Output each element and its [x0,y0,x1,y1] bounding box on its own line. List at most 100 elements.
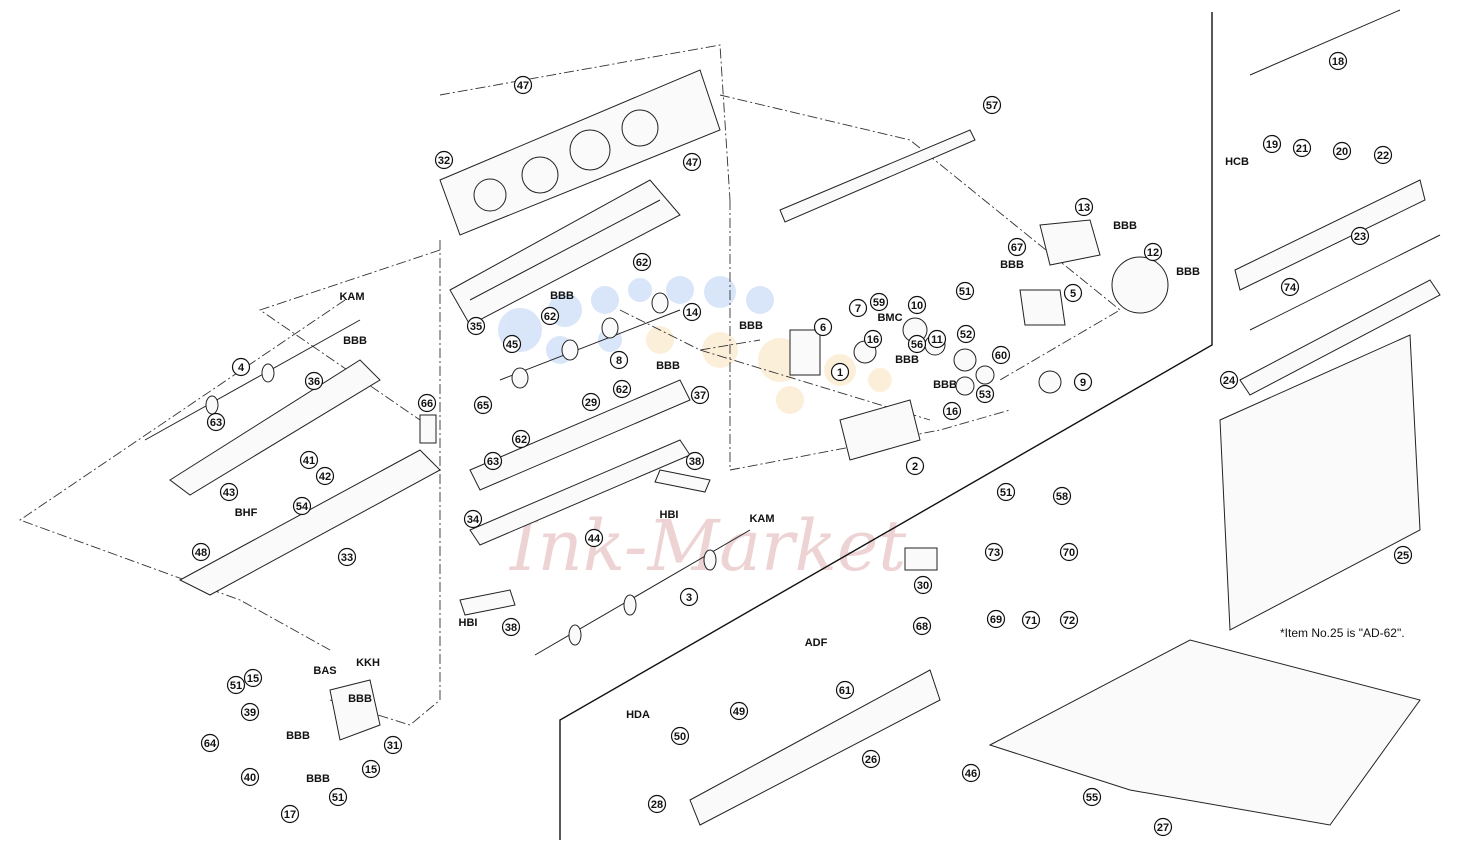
part-callout-label: 46 [965,768,977,780]
part-callout-60: 60 [991,345,1011,365]
part-callout-7: 7 [848,298,868,318]
part-callout-label: 35 [470,321,482,333]
part-callout-43: 43 [219,482,239,502]
part-callout-30: 30 [913,575,933,595]
part-callout-label: 9 [1080,377,1086,389]
part-callout-label: 57 [986,100,998,112]
part-callout-51: 51 [226,675,246,695]
part-callout-label: 18 [1332,56,1344,68]
part-callout-51: 51 [955,281,975,301]
fastener-code-bbb: BBB [656,360,680,372]
part-callout-label: 16 [867,334,879,346]
part-callout-label: 51 [230,680,242,692]
part-callout-62: 62 [612,379,632,399]
part-callout-55: 55 [1082,787,1102,807]
part-callout-label: 7 [855,303,861,315]
part-callout-21: 21 [1292,138,1312,158]
watermark-text: Ink-Market [508,505,907,587]
fastener-code-bbb: BBB [348,693,372,705]
part-callout-51: 51 [996,482,1016,502]
part-callout-54: 54 [292,496,312,516]
part-callout-label: 11 [931,334,943,346]
part-callout-label: 17 [284,809,296,821]
part-callout-24: 24 [1219,370,1239,390]
part-callout-label: 21 [1296,143,1308,155]
part-callout-11: 11 [927,329,947,349]
part-callout-28: 28 [647,794,667,814]
part-callout-74: 74 [1280,277,1300,297]
part-callout-label: 3 [686,592,692,604]
part-callout-label: 41 [303,455,315,467]
part-callout-label: 15 [365,764,377,776]
part-callout-label: 72 [1063,615,1075,627]
part-callout-label: 74 [1284,282,1297,294]
part-callout-label: 64 [204,738,217,750]
part-callout-label: 47 [686,157,698,169]
part-callout-label: 42 [319,471,331,483]
fastener-code-bas: BAS [313,665,336,677]
part-callout-15: 15 [361,759,381,779]
part-callout-67: 67 [1007,237,1027,257]
part-callout-label: 23 [1354,231,1366,243]
part-callout-23: 23 [1350,226,1370,246]
part-callout-label: 19 [1266,139,1278,151]
part-callout-29: 29 [581,392,601,412]
part-callout-label: 39 [244,707,256,719]
part-callout-6: 6 [813,317,833,337]
part-callout-label: 34 [467,514,480,526]
part-callout-label: 45 [506,339,518,351]
part-callout-56: 56 [907,334,927,354]
part-callout-22: 22 [1373,145,1393,165]
fastener-code-bbb: BBB [933,379,957,391]
part-callout-label: 5 [1070,288,1076,300]
part-callout-8: 8 [609,350,629,370]
part-callout-label: 54 [296,501,309,513]
part-callout-9: 9 [1073,372,1093,392]
part-callout-37: 37 [690,385,710,405]
fastener-code-kkh: KKH [356,657,380,669]
part-callout-label: 4 [238,362,245,374]
part-callout-70: 70 [1059,542,1079,562]
part-callout-label: 59 [873,297,885,309]
part-callout-25: 25 [1393,545,1413,565]
part-callout-label: 14 [686,307,699,319]
part-callout-13: 13 [1074,197,1094,217]
part-callout-15: 15 [243,668,263,688]
part-callout-39: 39 [240,702,260,722]
part-callout-label: 50 [674,731,686,743]
part-callout-label: 40 [244,772,256,784]
part-callout-label: 63 [487,456,499,468]
part-callout-72: 72 [1059,610,1079,630]
part-callout-label: 38 [505,622,517,634]
parts [144,9,1441,826]
part-callout-label: 61 [839,685,851,697]
part-callout-label: 48 [195,547,207,559]
part-callout-label: 65 [477,400,489,412]
fastener-code-hcb: HCB [1225,156,1249,168]
fastener-code-bhf: BHF [235,507,258,519]
part-callout-35: 35 [466,316,486,336]
part-callout-73: 73 [984,542,1004,562]
part-callout-label: 2 [912,461,918,473]
fastener-code-bbb: BBB [550,290,574,302]
part-callout-label: 26 [865,754,877,766]
part-callout-52: 52 [956,324,976,344]
part-callout-label: 67 [1011,242,1023,254]
part-callout-62: 62 [632,252,652,272]
part-callout-label: 47 [517,80,529,92]
part-callout-26: 26 [861,749,881,769]
part-callout-63: 63 [483,451,503,471]
fastener-codes: KAMBBBBBBBBBBBBBBBBMCBBBBBBBBBBBBBBBBBBH… [235,156,1249,785]
part-callout-label: 58 [1056,491,1068,503]
part-callout-label: 66 [421,398,433,410]
section-dividers [559,12,1213,840]
part-callout-label: 56 [911,339,923,351]
fastener-code-hbi: HBI [660,509,679,521]
part-callout-label: 51 [959,286,971,298]
part-callout-label: 68 [916,621,928,633]
fastener-code-bbb: BBB [343,335,367,347]
part-callout-32: 32 [434,150,454,170]
part-callout-66: 66 [417,393,437,413]
